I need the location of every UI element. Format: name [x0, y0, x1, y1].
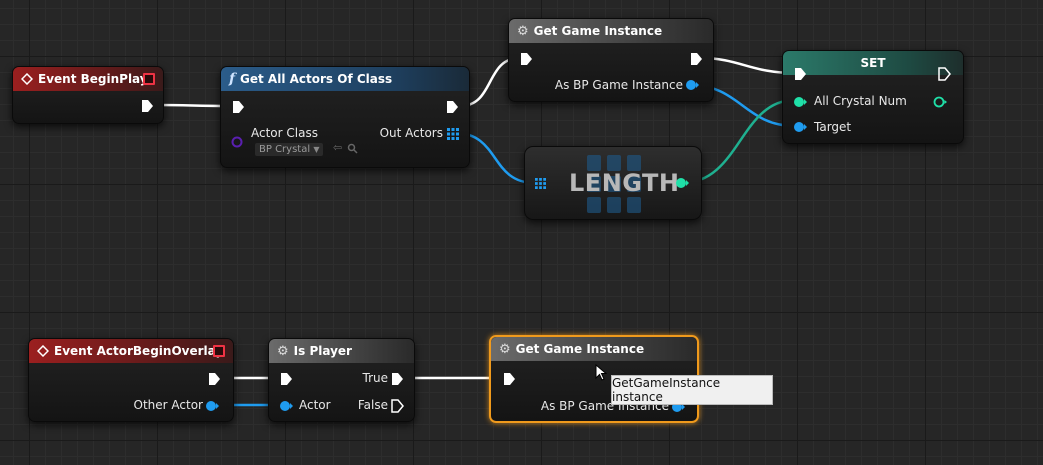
event-diamond-icon	[37, 345, 49, 357]
exec-wire-gameinstance-to-set	[699, 56, 796, 75]
tooltip-text: GetGameInstance instance	[612, 376, 721, 404]
object-in-pin-icon[interactable]	[793, 121, 807, 133]
gear-icon: ⚙	[499, 341, 511, 357]
event-delegate-pin[interactable]	[213, 345, 225, 357]
get-game-instance-title: Get Game Instance	[533, 24, 663, 38]
get-all-actors-header[interactable]: f Get All Actors Of Class	[221, 67, 469, 91]
is-player-title: Is Player	[293, 344, 352, 358]
exec-wire-beginplay	[154, 103, 231, 108]
object-in-pin-icon[interactable]	[279, 400, 293, 412]
object-out-pin-icon[interactable]	[685, 79, 699, 91]
exec-in-pin-icon[interactable]	[502, 372, 516, 386]
actor-class-label: Actor Class	[251, 126, 318, 140]
get-all-actors-title: Get All Actors Of Class	[240, 72, 393, 86]
actor-class-value: BP Crystal	[259, 144, 311, 155]
mouse-cursor-icon	[595, 364, 607, 381]
gear-icon: ⚙	[517, 23, 529, 39]
exec-in-pin-icon[interactable]	[231, 100, 245, 114]
exec-out-pin-icon[interactable]	[207, 372, 221, 386]
event-beginplay-header[interactable]: Event BeginPlay	[13, 67, 163, 91]
is-player-node[interactable]: ⚙ Is Player True Actor False	[268, 338, 415, 422]
browse-search-icon[interactable]	[347, 143, 358, 154]
get-all-actors-of-class-node[interactable]: f Get All Actors Of Class Actor Class BP…	[220, 66, 470, 168]
event-beginplay-node[interactable]: Event BeginPlay	[12, 66, 164, 124]
event-actorbeginoverlap-title: Event ActorBeginOverlap	[54, 344, 225, 358]
chevron-down-icon: ▼	[313, 145, 320, 154]
use-selected-arrow-icon[interactable]: ⇦	[333, 141, 343, 154]
function-icon: f	[229, 71, 236, 87]
set-title: SET	[860, 56, 886, 70]
event-actorbeginoverlap-node[interactable]: Event ActorBeginOverlap Other Actor	[28, 338, 234, 422]
exec-in-pin-icon[interactable]	[793, 67, 807, 81]
set-header[interactable]: SET	[783, 51, 963, 75]
event-beginplay-title: Event BeginPlay	[38, 72, 148, 86]
class-pin-icon[interactable]	[231, 136, 243, 148]
exec-out-pin-icon[interactable]	[937, 67, 951, 81]
exec-in-pin-icon[interactable]	[279, 372, 293, 386]
get-game-instance-title: Get Game Instance	[515, 342, 645, 356]
actor-label: Actor	[299, 398, 331, 412]
other-actor-label: Other Actor	[133, 398, 203, 412]
length-title: LENGTH	[569, 169, 680, 197]
get-game-instance-node-top[interactable]: ⚙ Get Game Instance As BP Game Instance	[508, 18, 714, 102]
event-diamond-icon	[21, 73, 33, 85]
get-game-instance-header[interactable]: ⚙ Get Game Instance	[491, 337, 697, 361]
exec-out-true-pin-icon[interactable]	[390, 372, 404, 386]
gear-icon: ⚙	[277, 343, 289, 359]
length-node[interactable]: LENGTH	[524, 146, 702, 220]
integer-in-pin-icon[interactable]	[793, 96, 807, 108]
tooltip: GetGameInstance instance	[611, 375, 773, 405]
exec-out-pin-icon[interactable]	[140, 99, 154, 113]
actor-class-dropdown[interactable]: BP Crystal ▼	[255, 143, 324, 156]
target-label: Target	[814, 120, 852, 134]
false-label: False	[357, 398, 388, 412]
out-actors-label: Out Actors	[379, 126, 443, 140]
array-in-pin-icon[interactable]	[535, 178, 546, 189]
array-out-pin-icon[interactable]	[447, 128, 459, 140]
get-game-instance-header[interactable]: ⚙ Get Game Instance	[509, 19, 713, 43]
exec-in-pin-icon[interactable]	[519, 52, 533, 66]
event-delegate-pin[interactable]	[143, 73, 155, 85]
set-variable-node[interactable]: SET All Crystal Num Target	[782, 50, 964, 144]
exec-out-pin-icon[interactable]	[689, 52, 703, 66]
all-crystal-num-label: All Crystal Num	[814, 94, 907, 108]
exec-out-pin-icon[interactable]	[445, 100, 459, 114]
as-bp-game-instance-label: As BP Game Instance	[554, 78, 683, 92]
integer-out-pin-icon[interactable]	[933, 96, 947, 108]
event-actorbeginoverlap-header[interactable]: Event ActorBeginOverlap	[29, 339, 233, 363]
object-out-pin-icon[interactable]	[205, 400, 219, 412]
integer-out-pin-icon[interactable]	[675, 177, 689, 189]
true-label: True	[362, 371, 389, 385]
array-background-icon	[587, 155, 641, 213]
is-player-header[interactable]: ⚙ Is Player	[269, 339, 414, 363]
exec-out-false-pin-icon[interactable]	[390, 399, 404, 413]
